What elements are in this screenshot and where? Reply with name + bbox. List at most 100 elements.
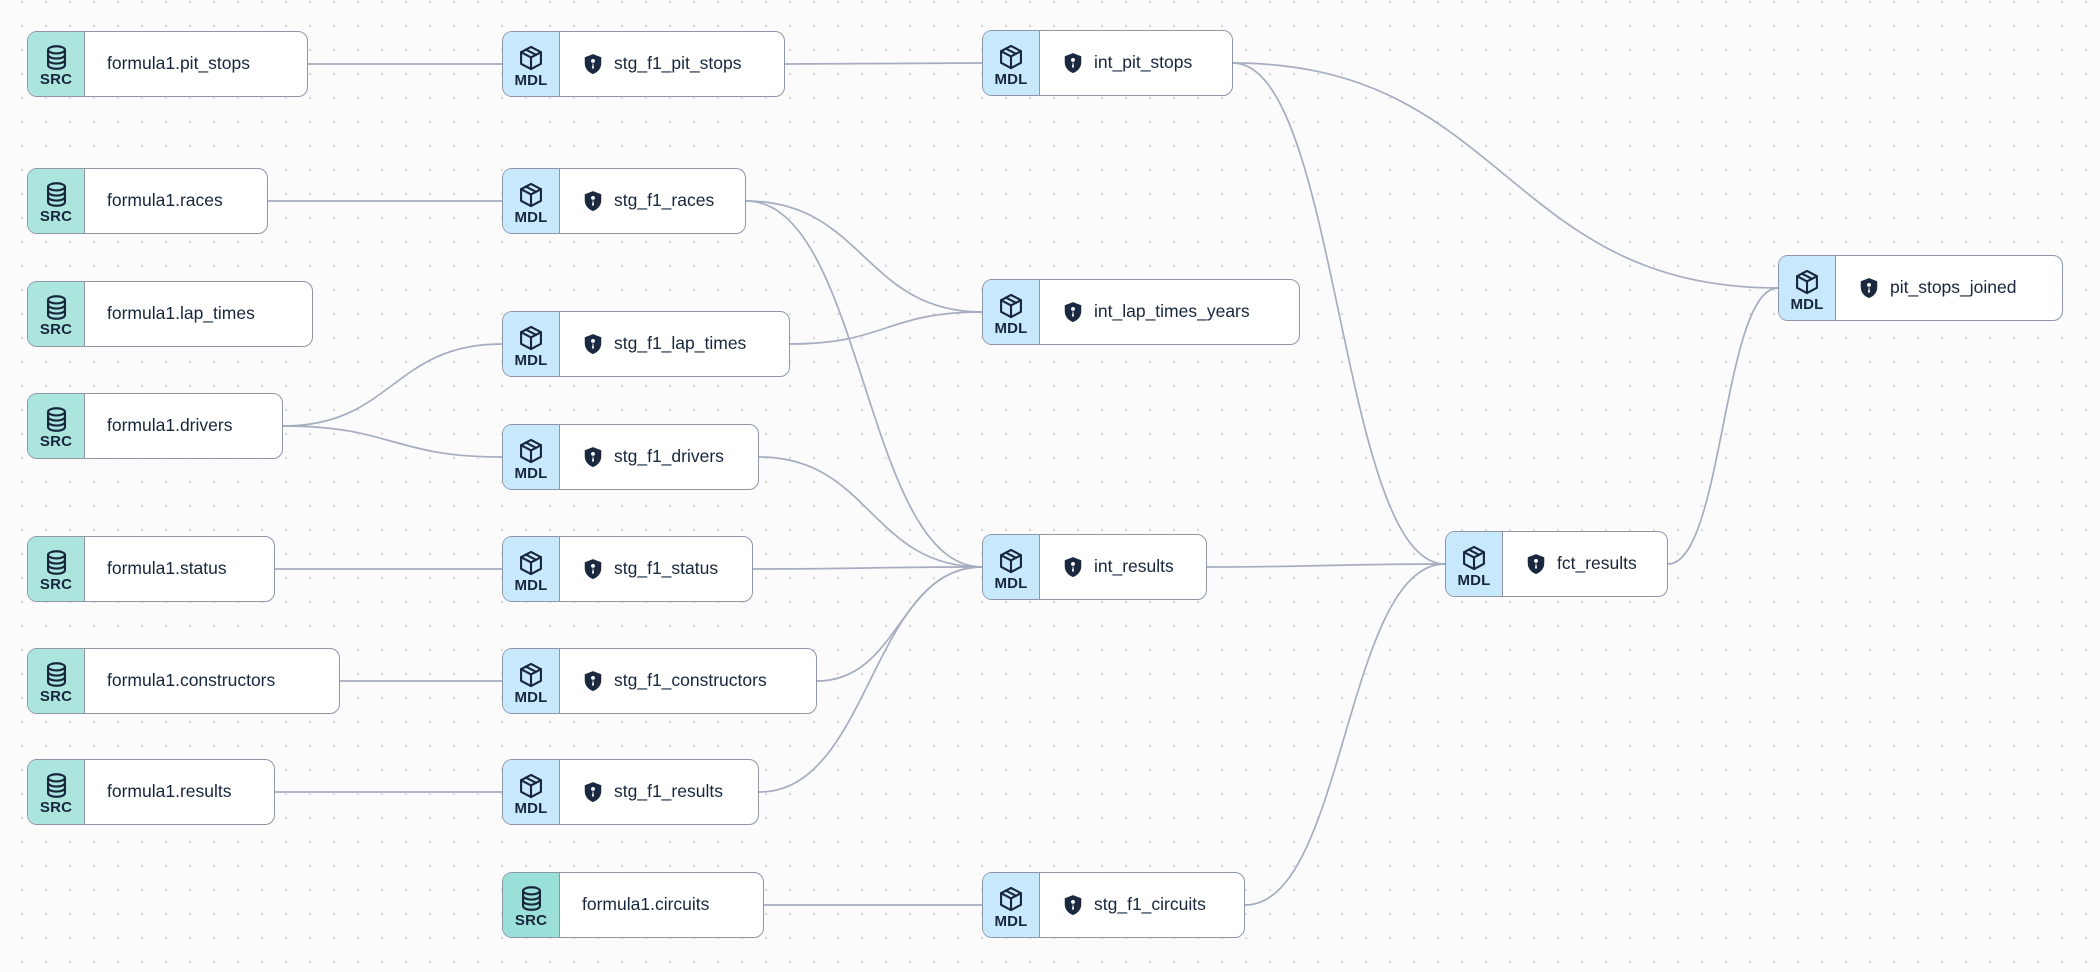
cube-icon bbox=[1000, 293, 1022, 318]
badge-label: SRC bbox=[514, 912, 548, 929]
badge-label: SRC bbox=[39, 208, 73, 225]
database-icon bbox=[46, 550, 66, 575]
cube-icon bbox=[520, 325, 542, 350]
node-stg_f1_lap_times[interactable]: MDL stg_f1_lap_times bbox=[502, 311, 790, 377]
badge-label: MDL bbox=[1457, 571, 1491, 589]
badge-label: SRC bbox=[39, 433, 73, 450]
badge-label: MDL bbox=[514, 576, 548, 594]
cube-icon bbox=[520, 438, 542, 463]
model-badge: MDL bbox=[503, 649, 560, 713]
model-badge: MDL bbox=[503, 169, 560, 233]
node-stg_f1_races[interactable]: MDL stg_f1_races bbox=[502, 168, 746, 234]
node-label: formula1.drivers bbox=[107, 415, 233, 436]
source-badge: SRC bbox=[28, 282, 85, 346]
shield-icon bbox=[584, 671, 602, 692]
badge-label: MDL bbox=[1790, 295, 1824, 313]
node-stg_f1_status[interactable]: MDL stg_f1_status bbox=[502, 536, 753, 602]
edge-fct_results-to-pit_stops_joined bbox=[1667, 287, 1779, 565]
node-label: stg_f1_pit_stops bbox=[614, 53, 742, 74]
shield-icon bbox=[584, 559, 602, 580]
node-label: formula1.races bbox=[107, 190, 223, 211]
node-label: stg_f1_lap_times bbox=[614, 333, 747, 354]
node-label: formula1.status bbox=[107, 558, 227, 579]
database-icon bbox=[46, 295, 66, 320]
model-badge: MDL bbox=[983, 873, 1040, 937]
node-formula1.races[interactable]: SRC formula1.races bbox=[27, 168, 268, 234]
model-badge: MDL bbox=[503, 537, 560, 601]
node-int_pit_stops[interactable]: MDL int_pit_stops bbox=[982, 30, 1233, 96]
badge-label: MDL bbox=[994, 70, 1028, 88]
source-badge: SRC bbox=[503, 873, 560, 937]
node-formula1.circuits[interactable]: SRC formula1.circuits bbox=[502, 872, 764, 938]
database-icon bbox=[46, 662, 66, 687]
node-label: pit_stops_joined bbox=[1890, 277, 2017, 298]
node-body: int_pit_stops bbox=[1040, 31, 1216, 95]
edge-stg_f1_circuits-to-fct_results bbox=[1244, 563, 1446, 906]
badge-label: MDL bbox=[514, 464, 548, 482]
badge-label: MDL bbox=[514, 71, 548, 89]
node-formula1.status[interactable]: SRC formula1.status bbox=[27, 536, 275, 602]
node-body: stg_f1_pit_stops bbox=[560, 32, 765, 96]
node-body: stg_f1_circuits bbox=[1040, 873, 1230, 937]
cube-icon bbox=[520, 662, 542, 687]
model-badge: MDL bbox=[503, 425, 560, 489]
edge-stg_f1_constructors-to-int_results bbox=[816, 566, 983, 682]
model-badge: MDL bbox=[503, 312, 560, 376]
node-int_lap_times_years[interactable]: MDL int_lap_times_years bbox=[982, 279, 1300, 345]
cube-icon bbox=[1000, 548, 1022, 573]
source-badge: SRC bbox=[28, 760, 85, 824]
shield-icon bbox=[584, 782, 602, 803]
cube-icon bbox=[1000, 886, 1022, 911]
node-label: formula1.circuits bbox=[582, 894, 710, 915]
badge-label: MDL bbox=[514, 208, 548, 226]
node-body: formula1.drivers bbox=[85, 394, 256, 458]
cube-icon bbox=[520, 182, 542, 207]
shield-icon bbox=[1527, 554, 1545, 575]
badge-label: SRC bbox=[39, 688, 73, 705]
cube-icon bbox=[1796, 269, 1818, 294]
node-body: pit_stops_joined bbox=[1836, 256, 2040, 320]
edge-stg_f1_lap_times-to-int_lap_times_years bbox=[789, 311, 983, 345]
node-body: formula1.constructors bbox=[85, 649, 299, 713]
node-body: stg_f1_status bbox=[560, 537, 742, 601]
edge-formula1.drivers-to-stg_f1_lap_times bbox=[282, 343, 503, 427]
badge-label: SRC bbox=[39, 576, 73, 593]
node-formula1.drivers[interactable]: SRC formula1.drivers bbox=[27, 393, 283, 459]
node-stg_f1_pit_stops[interactable]: MDL stg_f1_pit_stops bbox=[502, 31, 785, 97]
shield-icon bbox=[1064, 895, 1082, 916]
model-badge: MDL bbox=[1446, 532, 1503, 596]
node-formula1.results[interactable]: SRC formula1.results bbox=[27, 759, 275, 825]
database-icon bbox=[46, 45, 66, 70]
node-body: formula1.races bbox=[85, 169, 247, 233]
model-badge: MDL bbox=[503, 760, 560, 824]
node-stg_f1_constructors[interactable]: MDL stg_f1_constructors bbox=[502, 648, 817, 714]
node-formula1.constructors[interactable]: SRC formula1.constructors bbox=[27, 648, 340, 714]
node-body: int_results bbox=[1040, 535, 1198, 599]
badge-label: MDL bbox=[514, 799, 548, 817]
shield-icon bbox=[584, 191, 602, 212]
node-label: stg_f1_constructors bbox=[614, 670, 767, 691]
node-body: formula1.pit_stops bbox=[85, 32, 274, 96]
shield-icon bbox=[1064, 557, 1082, 578]
node-pit_stops_joined[interactable]: MDL pit_stops_joined bbox=[1778, 255, 2063, 321]
node-label: formula1.results bbox=[107, 781, 232, 802]
node-label: stg_f1_races bbox=[614, 190, 715, 211]
database-icon bbox=[46, 182, 66, 207]
source-badge: SRC bbox=[28, 649, 85, 713]
node-body: stg_f1_lap_times bbox=[560, 312, 770, 376]
edge-stg_f1_races-to-int_lap_times_years bbox=[745, 200, 983, 313]
node-label: int_lap_times_years bbox=[1094, 301, 1250, 322]
model-badge: MDL bbox=[983, 280, 1040, 344]
edge-formula1.drivers-to-stg_f1_drivers bbox=[282, 425, 503, 458]
cube-icon bbox=[1000, 44, 1022, 69]
model-badge: MDL bbox=[503, 32, 560, 96]
